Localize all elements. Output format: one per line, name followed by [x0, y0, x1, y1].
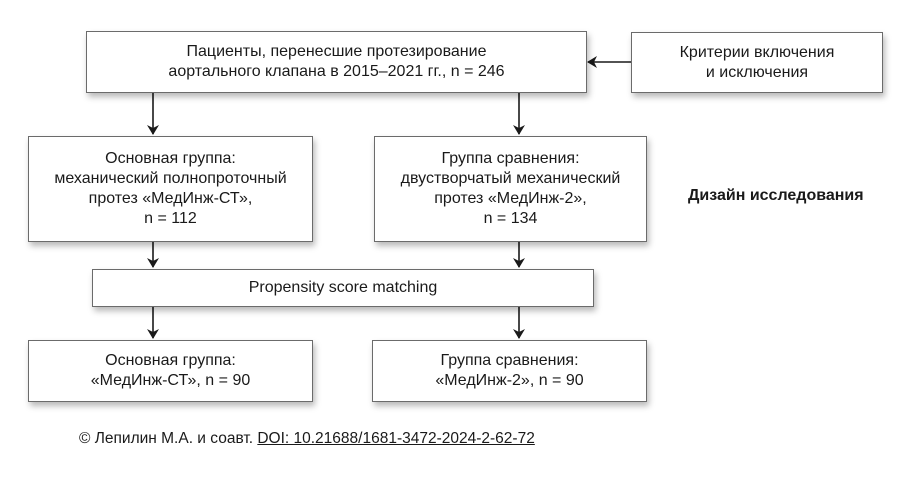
psm-label: Propensity score matching	[248, 279, 438, 296]
comparison-matched-line-2: «МедИнж-2», n = 90	[435, 372, 584, 389]
doi-link[interactable]: DOI: 10.21688/1681-3472-2024-2-62-72	[257, 430, 535, 447]
comparison-initial-line-3: протез «МедИнж-2»,	[434, 190, 587, 207]
main-matched-line-2: «МедИнж-СТ», n = 90	[90, 372, 251, 389]
main-initial-line-1: Основная группа:	[105, 150, 236, 167]
comparison-group-matched-box: Группа сравнения: «МедИнж-2», n = 90	[372, 340, 647, 402]
patients-line-2: аортального клапана в 2015–2021 гг., n =…	[168, 63, 505, 80]
diagram-title: Дизайн исследования	[688, 187, 864, 204]
criteria-box: Критерии включения и исключения	[631, 32, 883, 93]
comparison-initial-line-4: n = 134	[483, 210, 538, 227]
main-group-matched-box: Основная группа: «МедИнж-СТ», n = 90	[28, 340, 313, 402]
comparison-matched-line-1: Группа сравнения:	[440, 352, 579, 369]
main-group-initial-box: Основная группа: механический полнопрото…	[28, 136, 313, 242]
main-initial-line-2: механический полнопроточный	[54, 170, 287, 187]
main-initial-line-3: протез «МедИнж-СТ»,	[88, 190, 253, 207]
main-initial-line-4: n = 112	[144, 210, 197, 227]
patients-line-1: Пациенты, перенесшие протезирование	[186, 43, 487, 60]
criteria-line-1: Критерии включения	[679, 43, 835, 61]
comparison-group-initial-box: Группа сравнения: двустворчатый механиче…	[374, 136, 647, 242]
patients-box: Пациенты, перенесшие протезирование аорт…	[86, 31, 587, 93]
copyright-text: © Лепилин М.А. и соавт.	[79, 430, 254, 447]
psm-box: Propensity score matching	[92, 269, 594, 307]
criteria-line-2: и исключения	[705, 63, 809, 81]
footer-citation: © Лепилин М.А. и соавт. DOI: 10.21688/16…	[79, 430, 535, 448]
main-matched-line-1: Основная группа:	[105, 352, 236, 369]
comparison-initial-line-2: двустворчатый механический	[400, 170, 621, 187]
comparison-initial-line-1: Группа сравнения:	[441, 150, 580, 167]
